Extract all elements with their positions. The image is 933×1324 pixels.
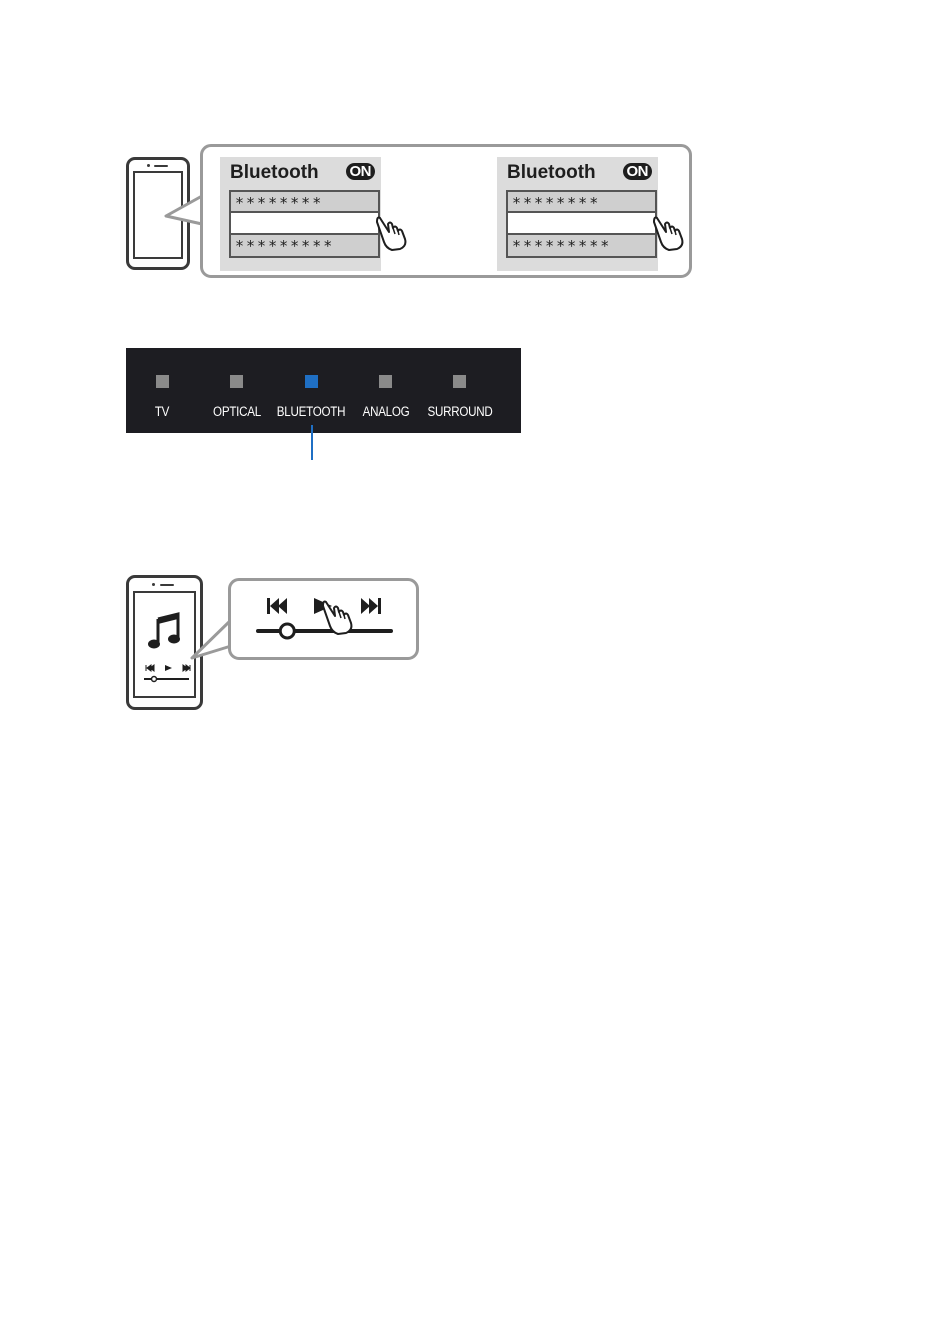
label-tv: TV	[155, 404, 169, 419]
indicator-analog	[379, 375, 392, 388]
bluetooth-toggle[interactable]: ON	[346, 163, 376, 180]
device-list-item[interactable]: *********	[231, 235, 378, 256]
previous-track-icon[interactable]	[265, 596, 289, 616]
seek-slider-knob[interactable]	[280, 624, 294, 638]
bluetooth-settings-callout: Bluetooth ON ******** ********* Bluetoot…	[200, 144, 692, 278]
phone-camera	[147, 164, 150, 167]
pointing-hand-icon	[651, 212, 687, 252]
bluetooth-indicator-leader-line	[311, 425, 313, 460]
device-list-item[interactable]: ********	[508, 192, 655, 213]
input-selector-panel: TV OPTICAL BLUETOOTH ANALOG SURROUND	[126, 348, 521, 433]
phone-speaker	[154, 165, 168, 167]
indicator-tv	[156, 375, 169, 388]
pointing-hand-icon	[374, 212, 410, 252]
phone-camera	[152, 583, 155, 586]
bluetooth-toggle[interactable]: ON	[623, 163, 653, 180]
pointing-hand-icon	[320, 596, 356, 636]
label-surround: SURROUND	[427, 404, 492, 419]
music-note-icon	[147, 611, 183, 651]
mini-playback-controls	[141, 663, 193, 685]
label-analog: ANALOG	[363, 404, 410, 419]
device-list-item[interactable]: *********	[508, 235, 655, 256]
device-list: ******** *********	[229, 190, 380, 258]
indicator-bluetooth	[305, 375, 318, 388]
device-list-item[interactable]	[231, 211, 378, 235]
phone-speaker	[160, 584, 174, 586]
device-list-item[interactable]: ********	[231, 192, 378, 213]
bluetooth-title: Bluetooth	[230, 162, 319, 184]
bluetooth-settings-screen: Bluetooth ON ******** *********	[220, 157, 381, 271]
bluetooth-title: Bluetooth	[507, 162, 596, 184]
device-list: ******** *********	[506, 190, 657, 258]
device-list-item[interactable]	[508, 211, 655, 235]
bluetooth-settings-screen: Bluetooth ON ******** *********	[497, 157, 658, 271]
label-bluetooth: BLUETOOTH	[277, 404, 345, 419]
indicator-optical	[230, 375, 243, 388]
next-track-icon[interactable]	[359, 596, 383, 616]
indicator-surround	[453, 375, 466, 388]
label-optical: OPTICAL	[213, 404, 261, 419]
